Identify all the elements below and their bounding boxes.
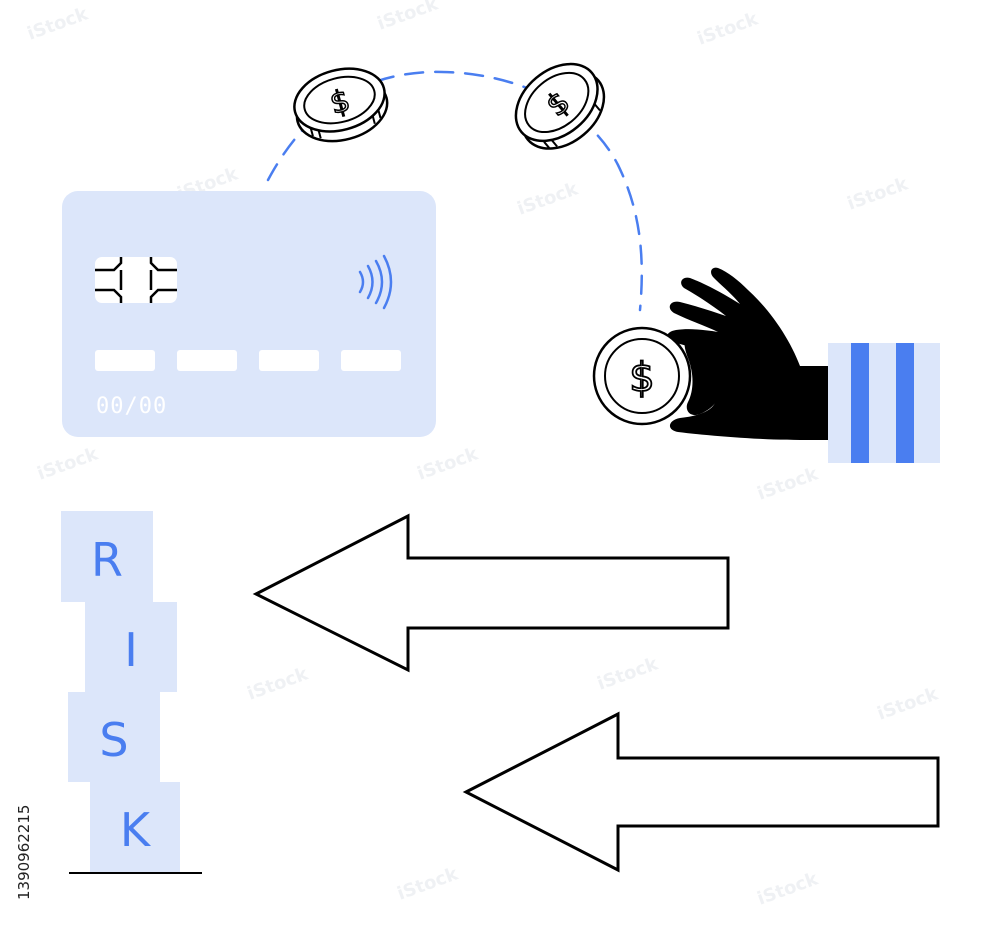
svg-text:iStock: iStock	[515, 178, 582, 220]
card-number-group-1	[95, 350, 155, 371]
svg-text:iStock: iStock	[845, 173, 912, 215]
dollar-coin-icon: $	[514, 62, 606, 150]
stock-id-text: 1390962215	[15, 805, 33, 900]
hand-with-coin: $	[592, 267, 940, 463]
risk-block	[90, 782, 180, 872]
dollar-coin-icon: $	[592, 326, 692, 426]
dollar-coin-icon: $	[293, 67, 389, 143]
svg-text:iStock: iStock	[695, 8, 762, 50]
svg-text:iStock: iStock	[875, 683, 942, 725]
card-expiry: 00/00	[96, 394, 167, 419]
svg-text:iStock: iStock	[595, 653, 662, 695]
svg-text:iStock: iStock	[245, 663, 312, 705]
svg-text:iStock: iStock	[375, 0, 442, 35]
risk-block-letter: S	[99, 713, 128, 767]
coin-symbol: $	[629, 355, 654, 401]
chip-icon	[95, 257, 177, 303]
svg-text:iStock: iStock	[755, 868, 822, 910]
hand-icon	[667, 267, 828, 440]
risk-block	[68, 692, 160, 782]
thumb	[684, 336, 725, 416]
risk-block-letter: K	[120, 803, 152, 857]
sleeve	[828, 343, 940, 463]
risk-block	[85, 602, 177, 692]
contactless-icon	[358, 254, 393, 310]
credit-card: 00/00	[62, 191, 436, 437]
card-number-group-3	[259, 350, 319, 371]
svg-text:iStock: iStock	[395, 863, 462, 905]
risk-block-letter: I	[124, 623, 138, 677]
svg-text:iStock: iStock	[415, 443, 482, 485]
risk-block-letter: R	[91, 533, 123, 587]
left-arrow-icon	[462, 711, 940, 873]
svg-text:iStock: iStock	[755, 463, 822, 505]
left-arrow-icon	[252, 513, 730, 673]
svg-text:iStock: iStock	[25, 3, 92, 45]
risk-block	[61, 511, 153, 602]
risk-block-stack: R I S K	[61, 511, 202, 874]
card-number-group-4	[341, 350, 401, 371]
card-number-group-2	[177, 350, 237, 371]
svg-text:iStock: iStock	[35, 443, 102, 485]
credit-card-body	[62, 191, 436, 437]
